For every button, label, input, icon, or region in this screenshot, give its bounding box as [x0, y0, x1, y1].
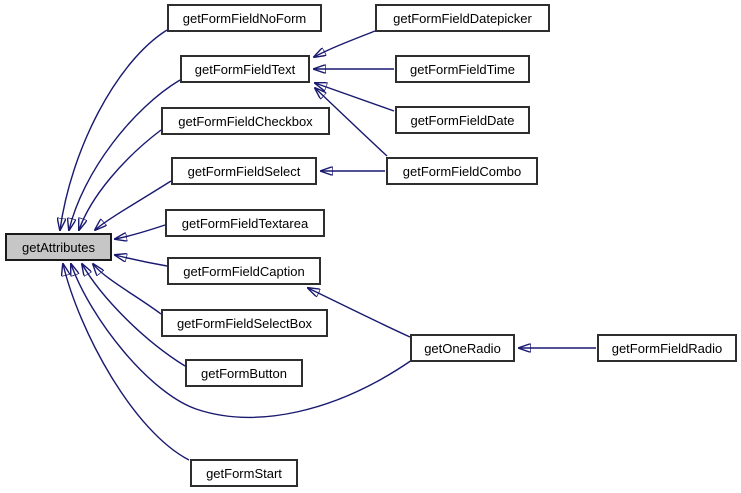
- node-getOneRadio[interactable]: getOneRadio: [410, 334, 515, 362]
- edge-getFormFieldDate-getFormFieldText: [315, 83, 395, 112]
- node-getFormFieldRadio[interactable]: getFormFieldRadio: [597, 334, 737, 362]
- node-getFormFieldDatepicker[interactable]: getFormFieldDatepicker: [375, 4, 550, 32]
- edge-getOneRadio-getAttributes: [71, 264, 413, 418]
- edge-getFormFieldSelect-getAttributes: [95, 180, 172, 230]
- edge-getFormFieldTextarea-getAttributes: [115, 224, 166, 239]
- node-getFormFieldCaption[interactable]: getFormFieldCaption: [167, 257, 321, 285]
- edge-getFormFieldCheckbox-getAttributes: [79, 129, 162, 230]
- edge-getFormFieldText-getAttributes: [69, 79, 181, 230]
- node-getFormFieldTime[interactable]: getFormFieldTime: [395, 55, 530, 83]
- node-getAttributes: getAttributes: [5, 233, 112, 261]
- edge-getFormFieldCaption-getAttributes: [115, 255, 168, 267]
- edge-getFormFieldNoForm-getAttributes: [60, 29, 168, 230]
- node-getFormFieldDate[interactable]: getFormFieldDate: [395, 106, 530, 134]
- node-getFormFieldCheckbox[interactable]: getFormFieldCheckbox: [161, 107, 330, 135]
- edge-getFormButton-getAttributes: [82, 264, 186, 367]
- node-getFormFieldText[interactable]: getFormFieldText: [180, 55, 310, 83]
- node-getFormButton[interactable]: getFormButton: [185, 359, 303, 387]
- node-getFormFieldCombo[interactable]: getFormFieldCombo: [386, 157, 538, 185]
- edge-getOneRadio-getFormFieldCaption: [308, 288, 411, 338]
- node-getFormStart[interactable]: getFormStart: [190, 459, 298, 487]
- edge-getFormFieldSelectBox-getAttributes: [93, 264, 162, 315]
- edge-getFormStart-getAttributes: [63, 264, 190, 461]
- node-getFormFieldSelectBox[interactable]: getFormFieldSelectBox: [161, 309, 328, 337]
- edge-getFormFieldCombo-getFormFieldText: [315, 88, 388, 157]
- node-getFormFieldTextarea[interactable]: getFormFieldTextarea: [165, 209, 325, 237]
- node-getFormFieldNoForm[interactable]: getFormFieldNoForm: [167, 4, 322, 32]
- edge-getFormFieldDatepicker-getFormFieldText: [314, 30, 376, 57]
- node-getFormFieldSelect[interactable]: getFormFieldSelect: [171, 157, 317, 185]
